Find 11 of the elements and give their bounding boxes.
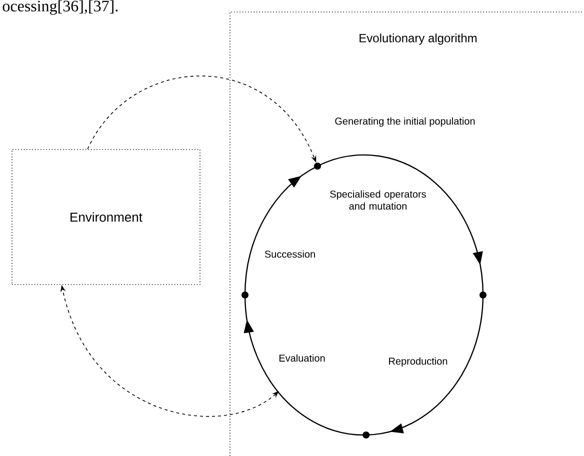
edge-label: Succession [264,250,315,258]
edge-label: Specialised operators and mutation [330,190,426,210]
environment-box: Environment [12,149,200,285]
edge-label: Reproduction [389,357,448,367]
junction-dot [242,292,248,298]
edge-label: Evaluation [279,354,325,362]
junction-dot [480,292,486,298]
step-label: Generating the initial population [335,117,475,127]
cycle-arrow [317,154,484,295]
junction-dot [362,432,370,438]
text-fragment: ocessing[36],[37]. [2,0,118,15]
